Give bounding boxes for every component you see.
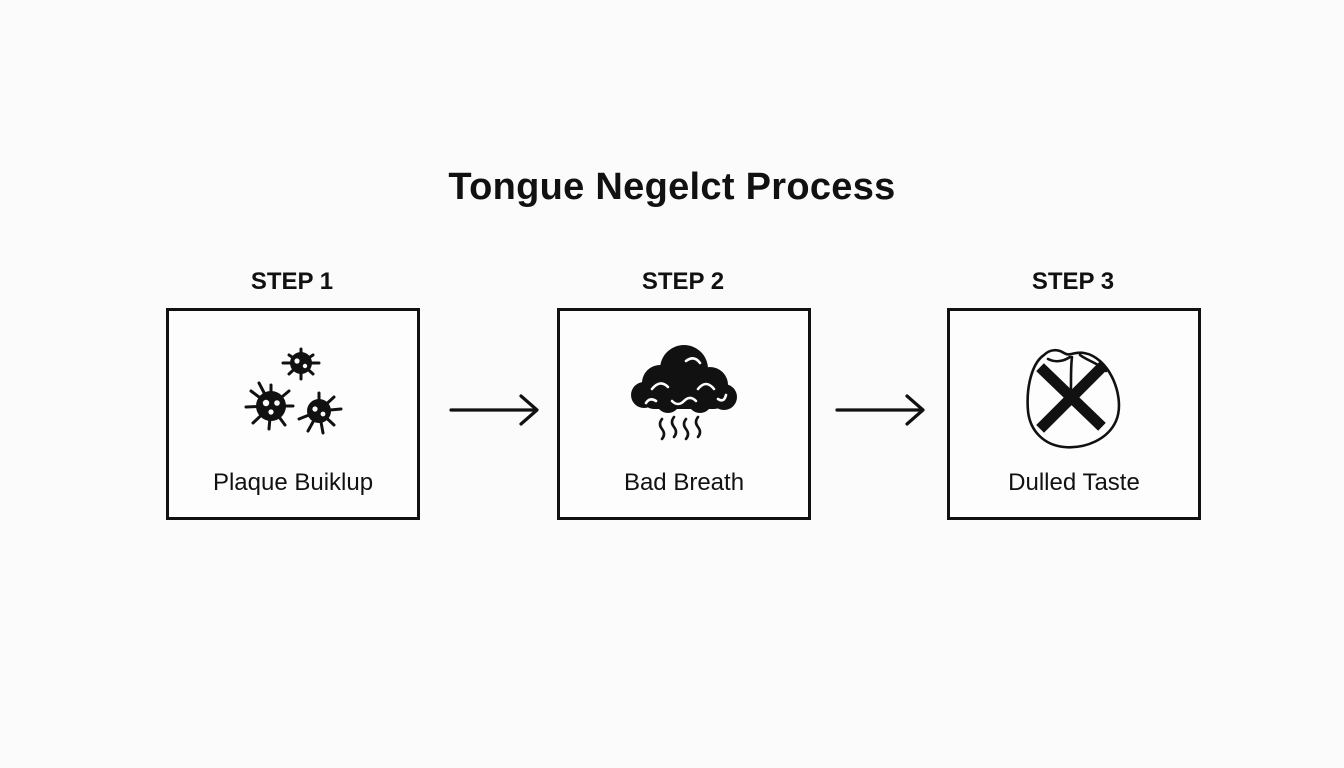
step-2-caption: Bad Breath xyxy=(623,469,745,496)
diagram-title: Tongue Negelct Process xyxy=(448,166,896,208)
step-1-label: STEP 1 xyxy=(250,268,334,295)
step-3-box: Dulled Taste xyxy=(947,308,1201,520)
arrow-right-icon xyxy=(449,394,539,426)
step-2-label: STEP 2 xyxy=(641,268,725,295)
step-2-box: Bad Breath xyxy=(557,308,811,520)
step-3-label: STEP 3 xyxy=(1031,268,1115,295)
odor-cloud-icon xyxy=(631,345,737,441)
step-1-box: Plaque Buiklup xyxy=(166,308,420,520)
bacteria-icon xyxy=(244,347,343,435)
step-1-caption: Plaque Buiklup xyxy=(212,469,374,496)
arrow-right-icon xyxy=(835,394,925,426)
crossed-tongue-icon xyxy=(1026,348,1121,449)
step-3-caption: Dulled Taste xyxy=(1008,469,1140,496)
